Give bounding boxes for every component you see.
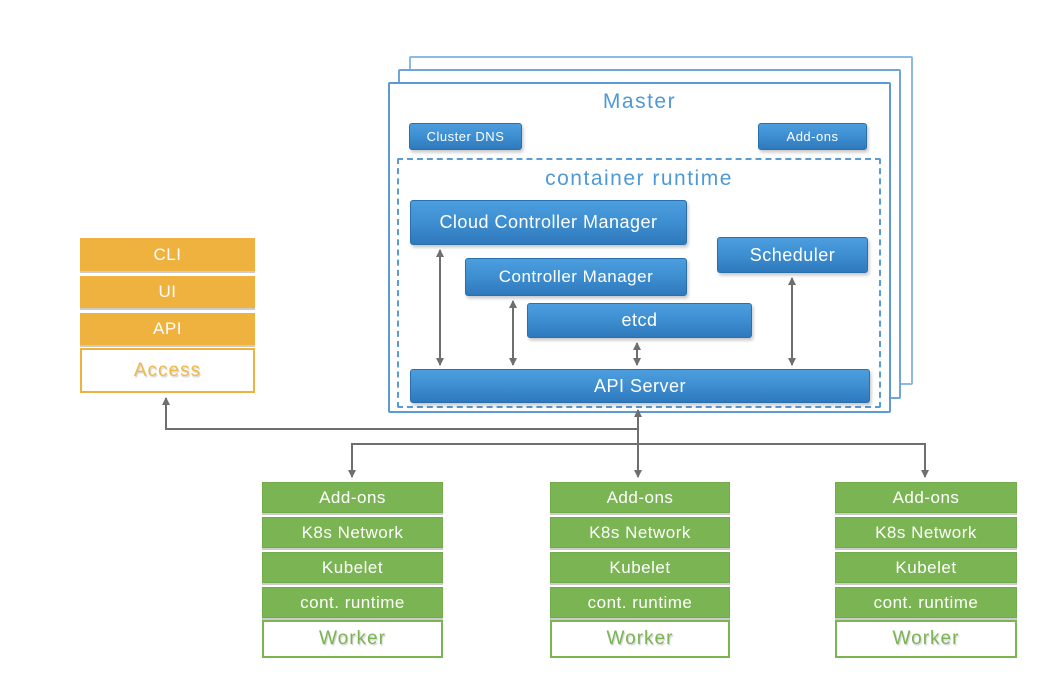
api-server-box: API Server — [410, 369, 870, 403]
worker3-kubelet: Kubelet — [835, 552, 1017, 583]
access-label-box: Access — [80, 348, 255, 393]
master-addons-box: Add-ons — [758, 123, 867, 150]
worker3-addons: Add-ons — [835, 482, 1017, 513]
worker2-addons: Add-ons — [550, 482, 730, 513]
cloud-controller-manager-box: Cloud Controller Manager — [410, 200, 687, 245]
worker2-cont-runtime: cont. runtime — [550, 587, 730, 618]
access-item-ui: UI — [80, 276, 255, 308]
worker2-k8s-network: K8s Network — [550, 517, 730, 548]
container-runtime-title: container runtime — [545, 167, 733, 190]
worker1-addons: Add-ons — [262, 482, 443, 513]
worker1-k8s-network: K8s Network — [262, 517, 443, 548]
worker1-cont-runtime: cont. runtime — [262, 587, 443, 618]
access-item-cli: CLI — [80, 238, 255, 271]
worker3-k8s-network: K8s Network — [835, 517, 1017, 548]
container-runtime-box — [397, 158, 881, 408]
controller-manager-box: Controller Manager — [465, 258, 687, 296]
worker2-label-box: Worker — [550, 620, 730, 658]
master-title: Master — [602, 90, 677, 113]
etcd-box: etcd — [527, 303, 752, 338]
access-item-api: API — [80, 313, 255, 345]
worker2-kubelet: Kubelet — [550, 552, 730, 583]
worker3-label-box: Worker — [835, 620, 1017, 658]
cluster-dns-box: Cluster DNS — [409, 123, 522, 150]
worker1-kubelet: Kubelet — [262, 552, 443, 583]
worker3-cont-runtime: cont. runtime — [835, 587, 1017, 618]
worker1-label-box: Worker — [262, 620, 443, 658]
scheduler-box: Scheduler — [717, 237, 868, 273]
